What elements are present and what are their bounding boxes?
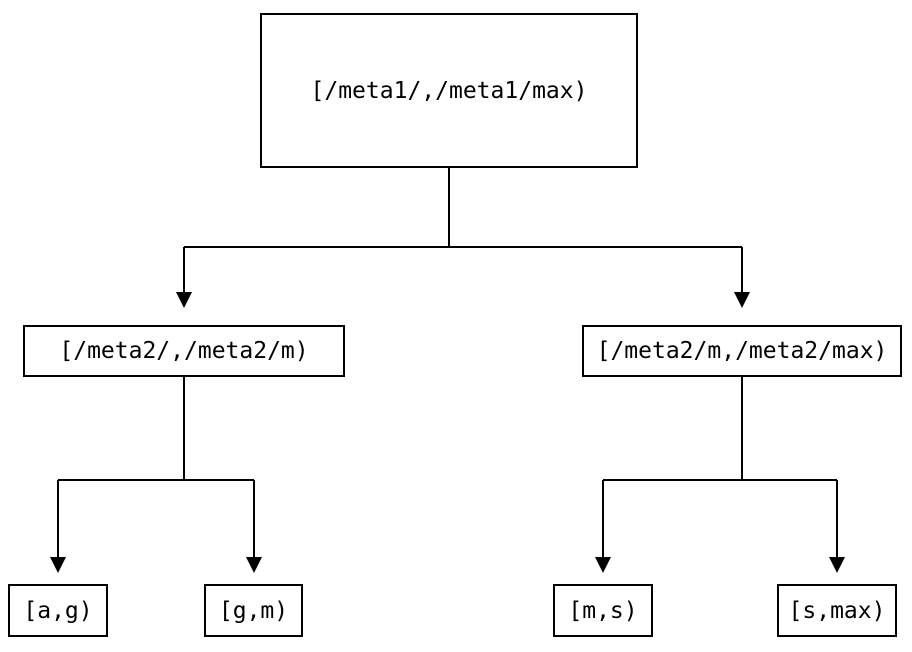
- node-leaf-gm: [g,m): [204, 584, 303, 637]
- node-left-child: [/meta2/,/meta2/m): [23, 325, 345, 377]
- arrow-down-icon: [829, 557, 845, 573]
- node-leaf-ag-label: [a,g): [23, 597, 93, 624]
- node-root-label: [/meta1/,/meta1/max): [310, 77, 588, 104]
- node-leaf-ms: [m,s): [553, 584, 653, 637]
- arrow-down-icon: [50, 557, 66, 573]
- arrow-down-icon: [734, 292, 750, 308]
- arrow-down-icon: [176, 292, 192, 308]
- node-leaf-smax: [s,max): [777, 584, 897, 637]
- node-left-child-label: [/meta2/,/meta2/m): [59, 338, 309, 364]
- node-root: [/meta1/,/meta1/max): [260, 13, 638, 168]
- node-leaf-ms-label: [m,s): [568, 597, 638, 624]
- arrow-down-icon: [595, 557, 611, 573]
- arrow-down-icon: [246, 557, 262, 573]
- node-right-child: [/meta2/m,/meta2/max): [582, 325, 902, 377]
- node-leaf-gm-label: [g,m): [218, 597, 289, 624]
- node-leaf-smax-label: [s,max): [788, 597, 886, 624]
- node-right-child-label: [/meta2/m,/meta2/max): [596, 338, 888, 364]
- node-leaf-ag: [a,g): [8, 584, 108, 637]
